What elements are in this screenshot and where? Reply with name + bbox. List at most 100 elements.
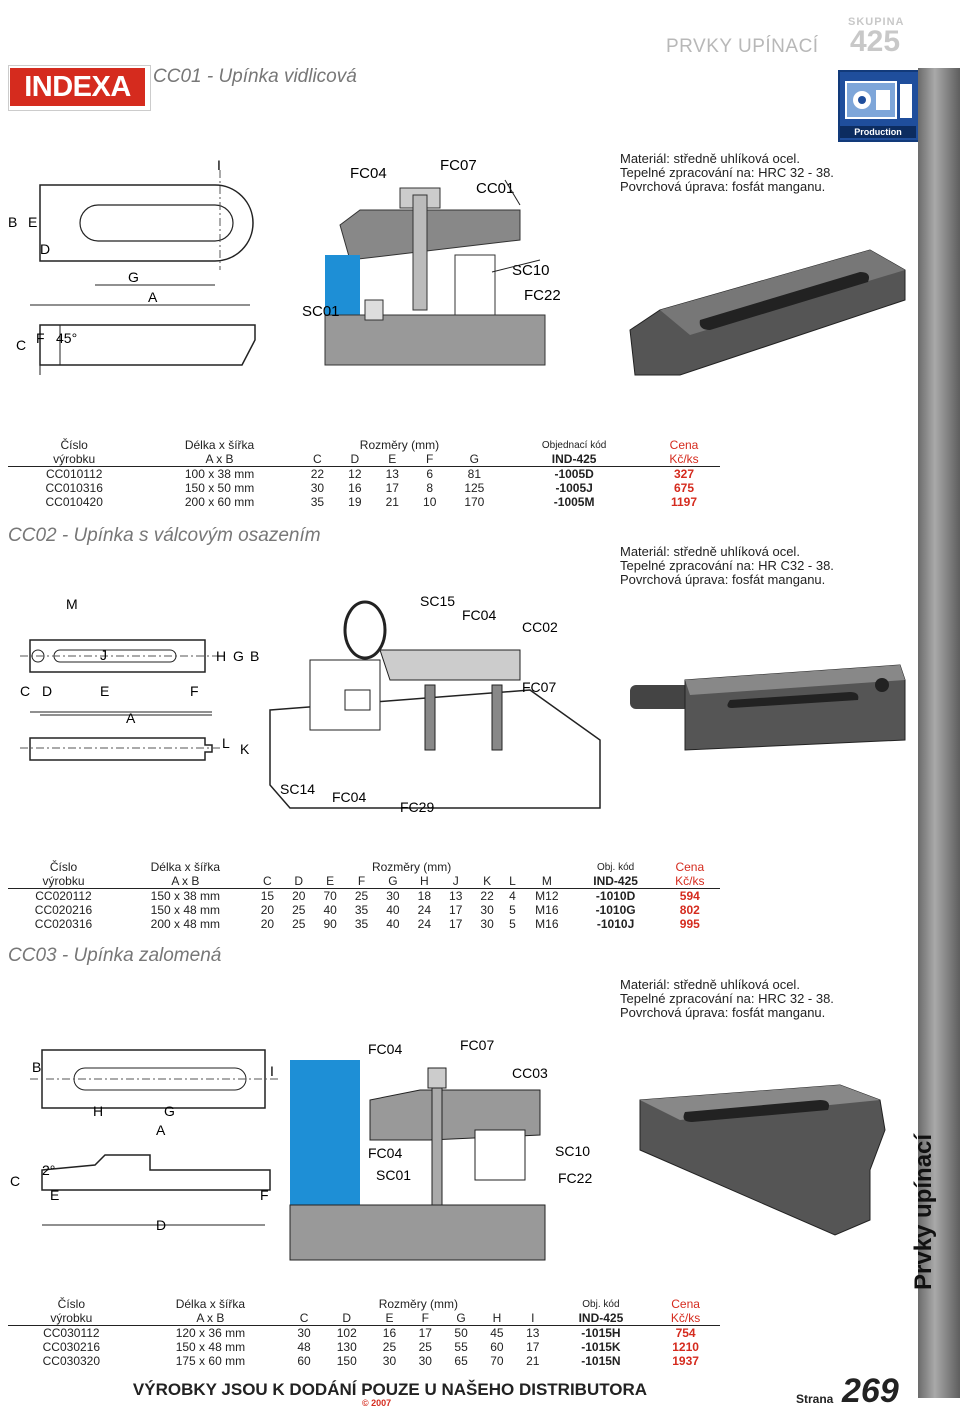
copyright: © 2007 [362, 1398, 392, 1408]
page-header-title: PRVKY UPÍNACÍ [666, 36, 819, 57]
cell-price: 675 [673, 481, 695, 495]
dim-label-i: I [270, 1063, 274, 1079]
th-g: G [443, 1311, 480, 1326]
dim-label-e: E [50, 1187, 59, 1203]
part-label-cc02: CC02 [522, 619, 558, 635]
part-label-cc01: CC01 [476, 180, 514, 197]
cell: 48 [297, 1340, 311, 1354]
cell: 30 [297, 1326, 311, 1340]
th-d: D [283, 874, 315, 889]
dim-label-m: M [66, 596, 78, 612]
th-number: Číslo [49, 860, 78, 874]
part-label-fc04: FC04 [462, 607, 496, 623]
cell: 17 [418, 1326, 432, 1340]
dim-label-a: A [126, 710, 136, 726]
material-line: Materiál: středně uhlíková ocel. [620, 977, 800, 992]
hardening-value: HRC 32 - 38. [758, 165, 834, 180]
th-g: G [377, 874, 409, 889]
cell: 30 [480, 917, 494, 931]
th-f: F [407, 1311, 444, 1326]
th-dimensions: Rozměry (mm) [371, 860, 452, 874]
cell: 150 x 48 mm [150, 903, 221, 917]
section-title-cc03: CC03 - Upínka zalomená [8, 945, 222, 966]
th-e: E [371, 1311, 408, 1326]
material-line: Materiál: středně uhlíková ocel. [620, 151, 800, 166]
cell: 22 [480, 889, 494, 903]
part-label-fc22: FC22 [524, 287, 561, 304]
cell-price: 1937 [672, 1354, 699, 1368]
th-number: Číslo [57, 1297, 85, 1311]
part-label-sc01: SC01 [376, 1167, 411, 1183]
th-ind: IND-425 [550, 1311, 652, 1326]
cell-price: 802 [679, 903, 700, 917]
cell: 30 [382, 1354, 397, 1368]
cell-code: -1010D [595, 889, 636, 903]
cell: 40 [323, 903, 337, 917]
cell: 13 [385, 467, 399, 481]
surface-value: fosfát manganu. [732, 572, 826, 587]
cc01-product-photo [629, 249, 906, 376]
cc03-spec-table: Číslo Délka x šířka Rozměry (mm) Obj. kó… [8, 1297, 720, 1368]
th-i: I [514, 1311, 551, 1326]
cell: 24 [417, 917, 431, 931]
dim-label-c: C [10, 1173, 20, 1189]
cell: 120 x 36 mm [175, 1326, 246, 1340]
cell: 35 [354, 917, 369, 931]
cell: 65 [454, 1354, 468, 1368]
part-label-fc04: FC04 [368, 1041, 402, 1057]
dim-label-i: I [217, 160, 221, 173]
cell: 30 [310, 481, 325, 495]
cell: CC010112 [45, 467, 103, 481]
cell: 70 [323, 889, 337, 903]
cell: CC020216 [34, 903, 93, 917]
cell: 21 [385, 495, 399, 509]
th-size: Délka x šířka [175, 1297, 246, 1311]
dim-label-d: D [156, 1217, 166, 1233]
cell: CC020316 [34, 917, 93, 931]
cell-code: -1015H [581, 1326, 621, 1340]
th-ind: IND-425 [500, 452, 649, 467]
cell: 150 x 38 mm [150, 889, 221, 903]
cell: 5 [509, 903, 516, 917]
th-axb: A x B [118, 874, 252, 889]
cell: 6 [426, 467, 434, 481]
th-c: C [286, 1311, 322, 1326]
cell-code: -1005M [553, 495, 595, 509]
part-label-sc10: SC10 [512, 262, 550, 279]
cell-price: 327 [673, 467, 695, 481]
cell-code: -1005J [555, 481, 593, 495]
cell: 170 [464, 495, 485, 509]
cell: CC030216 [42, 1340, 101, 1354]
cell: 175 x 60 mm [175, 1354, 246, 1368]
th-axb: A x B [134, 1311, 287, 1326]
th-price: Cena [675, 860, 705, 874]
cell: 20 [260, 903, 275, 917]
cell: M16 [535, 903, 559, 917]
hardening-value: HRC 32 - 38. [758, 991, 834, 1006]
dim-label-b: B [32, 1059, 41, 1075]
cell: 20 [292, 889, 306, 903]
part-label-sc10: SC10 [555, 1143, 590, 1159]
cell: 40 [386, 917, 400, 931]
part-label-fc04: FC04 [350, 165, 387, 182]
th-ind: IND-425 [571, 874, 660, 889]
cc02-product-photo [630, 664, 906, 751]
cell: 15 [260, 889, 275, 903]
cell: 22 [310, 467, 325, 481]
section-title-cc02: CC02 - Upínka s válcovým osazením [8, 525, 321, 546]
dim-label-h: H [216, 648, 226, 664]
cell: 60 [490, 1340, 504, 1354]
cell: 150 x 50 mm [184, 481, 255, 495]
cell-code: -1010G [595, 903, 636, 917]
th-c: C [298, 452, 337, 467]
th-f: F [410, 452, 449, 467]
logo-frame [8, 65, 151, 111]
cell: CC010420 [45, 495, 103, 509]
cc01-spec-table: Číslo Délka x šířka Rozměry (mm) Objedna… [8, 438, 720, 509]
production-label: Production [840, 126, 916, 138]
part-label-fc04-lower: FC04 [332, 789, 366, 805]
cell: 200 x 60 mm [184, 495, 255, 509]
